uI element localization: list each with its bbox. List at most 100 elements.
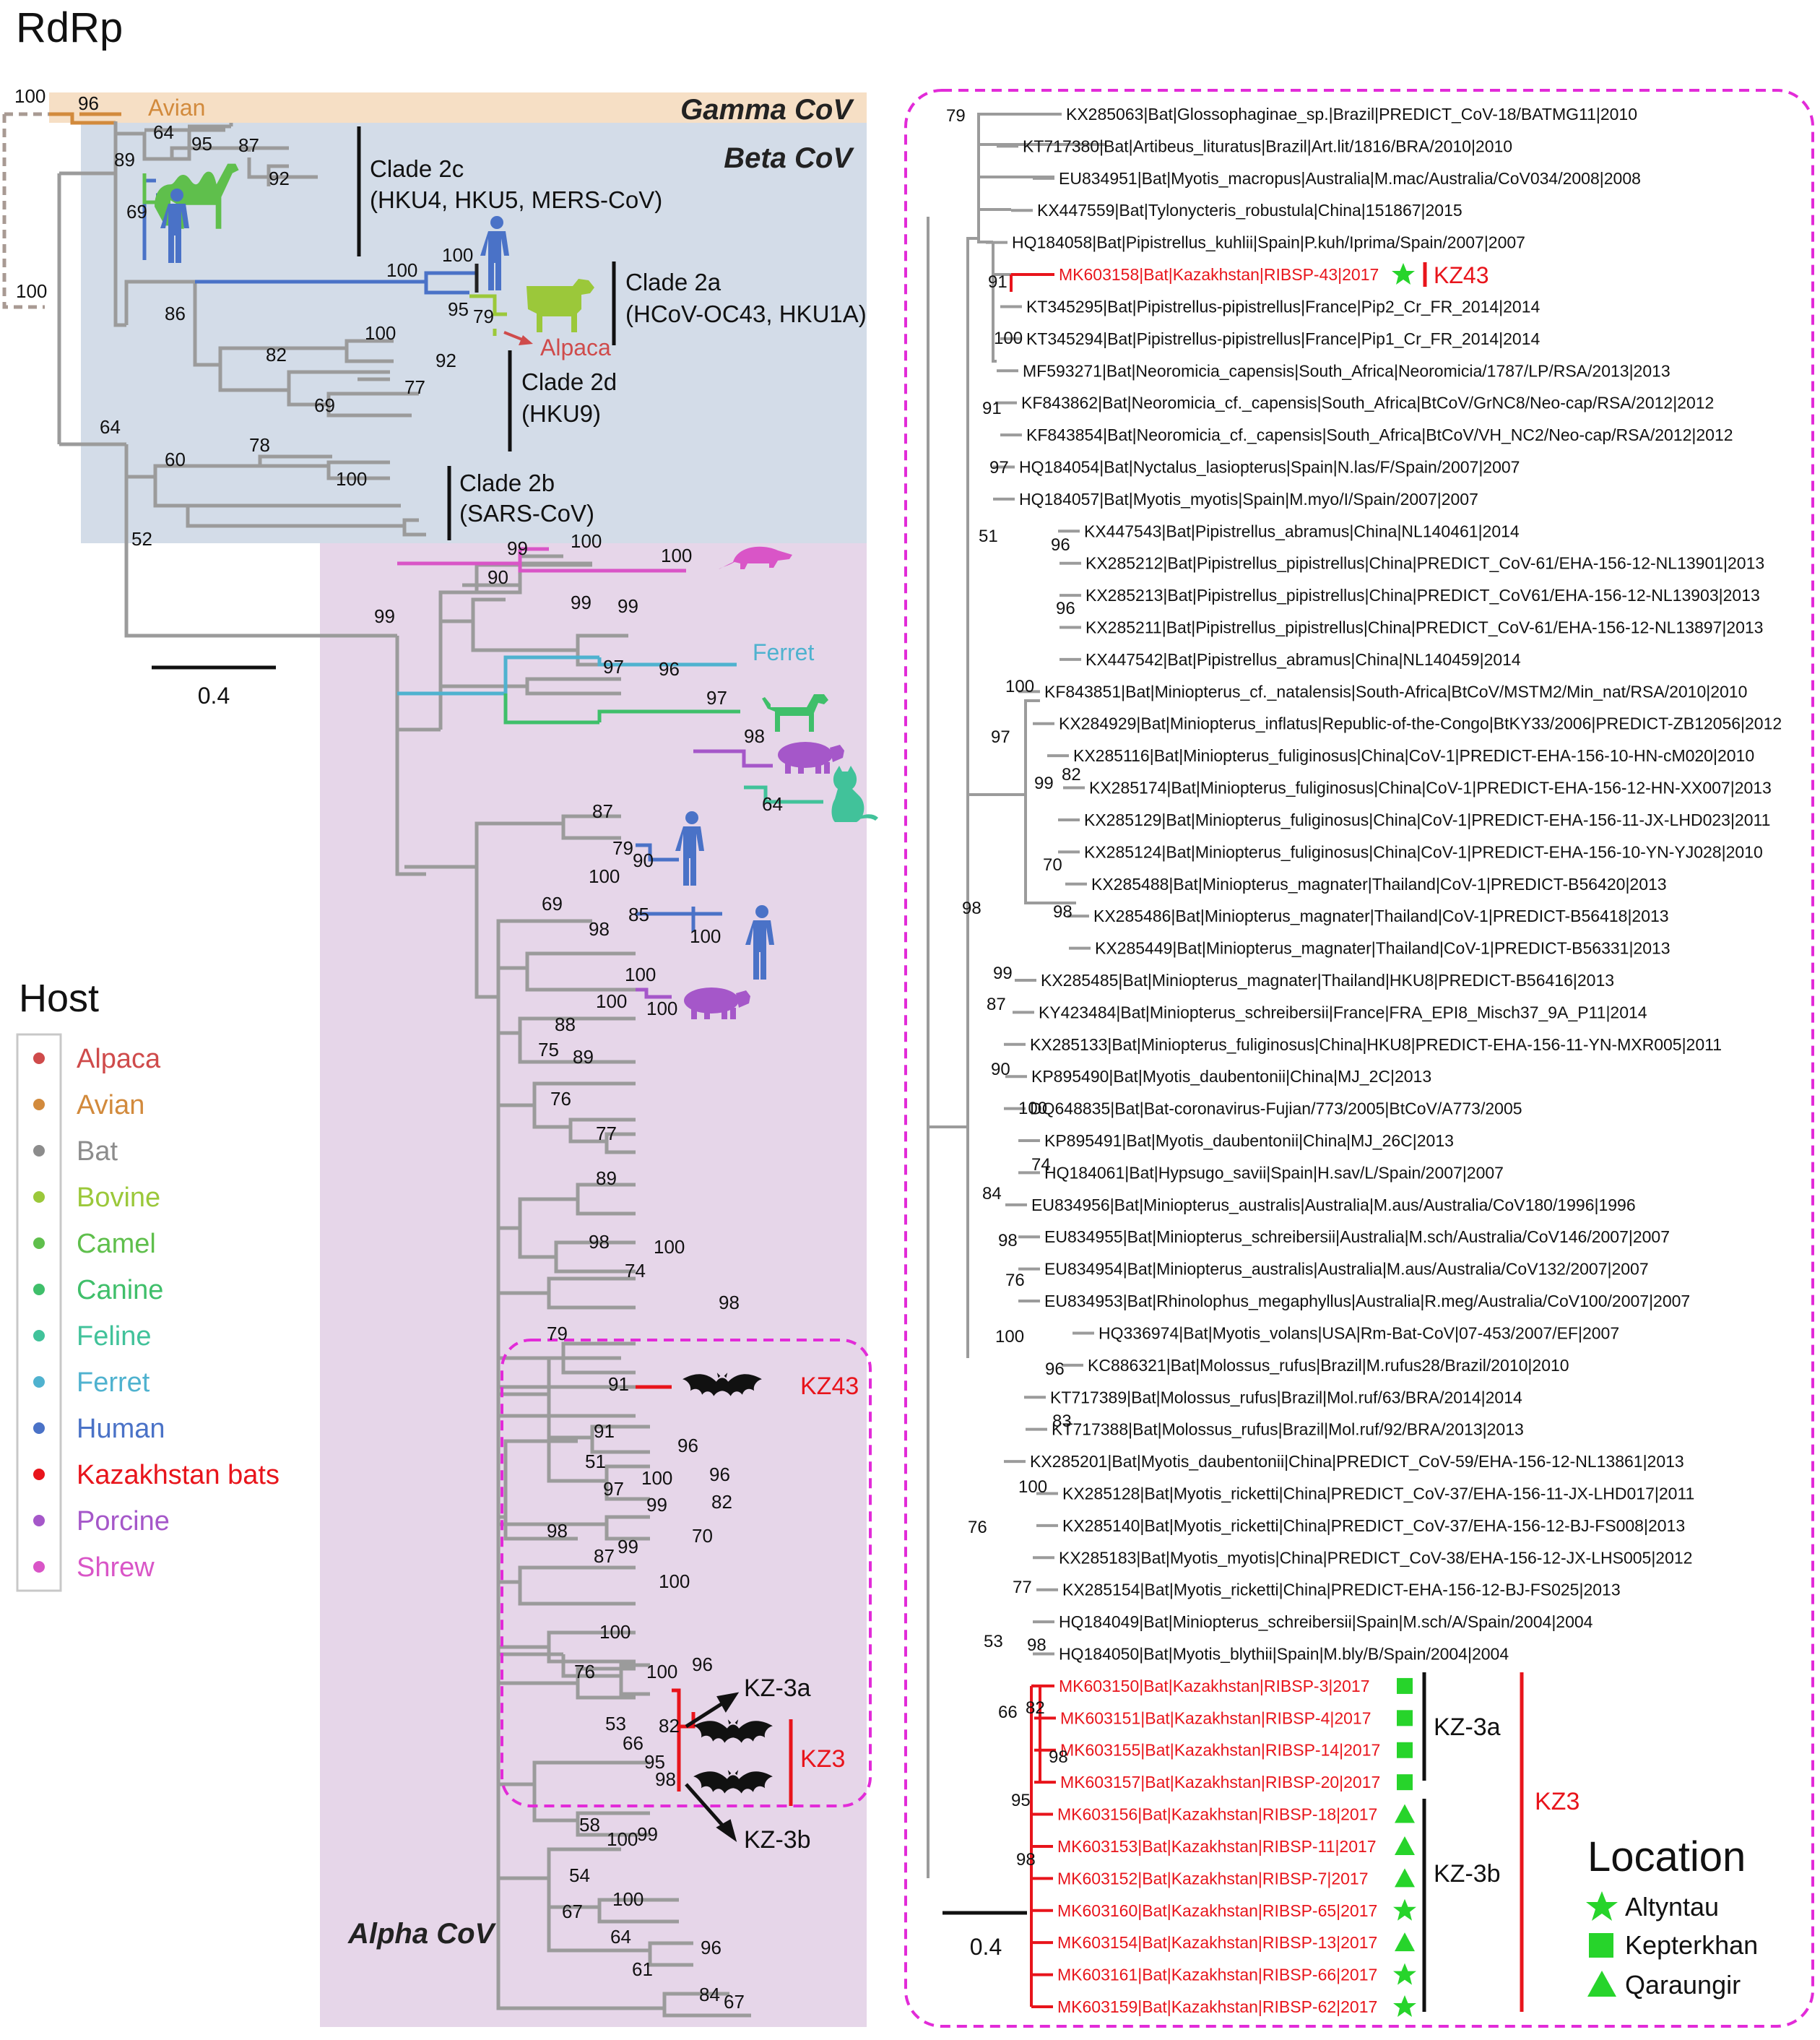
right-tree-bootstrap-values: 79 91 100 91 97 51 96 96 100 97 99 82 70… — [946, 106, 1081, 1870]
left-tree-bootstrap-values: 100 96 100 64 95 87 92 89 69 100 100 95 … — [14, 85, 783, 2013]
bootstrap-value: 69 — [126, 201, 147, 222]
kz3b-label: KZ-3b — [744, 1826, 811, 1854]
clade-2a-title: Clade 2a — [625, 269, 722, 295]
bootstrap-value: 90 — [991, 1060, 1010, 1079]
bootstrap-value: 98 — [962, 899, 982, 918]
host-legend-swatch — [33, 1376, 45, 1388]
ferret-label: Ferret — [753, 639, 814, 665]
kz3-label: KZ3 — [800, 1745, 845, 1773]
bootstrap-value: 97 — [989, 458, 1009, 477]
bootstrap-value: 100 — [690, 925, 721, 947]
bootstrap-value: 64 — [153, 121, 174, 143]
bootstrap-value: 95 — [448, 298, 469, 320]
bootstrap-value: 98 — [1049, 1747, 1068, 1767]
bootstrap-value: 79 — [612, 837, 633, 859]
bootstrap-value: 82 — [266, 344, 287, 366]
right-scale-value: 0.4 — [970, 1934, 1002, 1960]
bootstrap-value: 97 — [706, 687, 727, 709]
leaf-label: KX447543|Bat|Pipistrellus_abramus|China|… — [1084, 522, 1520, 540]
bootstrap-value: 64 — [100, 416, 121, 438]
bootstrap-value: 100 — [336, 468, 367, 490]
clade-2b-title: Clade 2b — [459, 470, 555, 496]
bootstrap-value: 84 — [982, 1184, 1002, 1203]
leaf-label: KX285133|Bat|Miniopterus_fuliginosus|Chi… — [1030, 1035, 1722, 1054]
leaf-label: KT717388|Bat|Molossus_rufus|Brazil|Mol.r… — [1052, 1420, 1524, 1439]
clade-2c-members: (HKU4, HKU5, MERS-CoV) — [370, 186, 662, 213]
leaf-label: KX285211|Bat|Pipistrellus_pipistrellus|C… — [1086, 618, 1763, 637]
leaf-label: KX285212|Bat|Pipistrellus_pipistrellus|C… — [1086, 554, 1764, 573]
bootstrap-value: 92 — [269, 168, 290, 189]
bootstrap-value: 100 — [1005, 677, 1034, 696]
kazakhstan-leaf-label: MK603155|Bat|Kazakhstan|RIBSP-14|2017 — [1060, 1741, 1380, 1760]
bootstrap-value: 100 — [625, 964, 656, 985]
leaf-label: KX447542|Bat|Pipistrellus_abramus|China|… — [1086, 650, 1521, 669]
bootstrap-value: 92 — [436, 350, 456, 371]
alpha-cov-label: Alpha CoV — [347, 1918, 497, 1950]
host-legend-label: Camel — [77, 1229, 156, 1259]
bootstrap-value: 91 — [988, 272, 1008, 292]
bootstrap-value: 99 — [646, 1494, 667, 1516]
bootstrap-value: 53 — [984, 1632, 1003, 1651]
bootstrap-value: 95 — [1011, 1791, 1031, 1810]
bootstrap-value: 89 — [114, 149, 135, 170]
host-legend-swatch — [33, 1237, 45, 1249]
bootstrap-value: 100 — [596, 990, 627, 1012]
kazakhstan-leaf-label: MK603151|Bat|Kazakhstan|RIBSP-4|2017 — [1060, 1708, 1372, 1727]
alpaca-label: Alpaca — [540, 334, 611, 360]
star-icon — [1392, 263, 1415, 285]
bootstrap-value: 98 — [589, 918, 610, 940]
bootstrap-value: 100 — [442, 244, 473, 266]
kazakhstan-leaf-label: MK603157|Bat|Kazakhstan|RIBSP-20|2017 — [1060, 1773, 1380, 1792]
leaf-label: KX447559|Bat|Tylonycteris_robustula|Chin… — [1037, 201, 1462, 220]
leaf-label: KX285140|Bat|Myotis_ricketti|China|PREDI… — [1062, 1516, 1685, 1535]
bootstrap-value: 82 — [1062, 765, 1081, 785]
host-legend-swatch — [33, 1284, 45, 1295]
bootstrap-value: 67 — [562, 1901, 583, 1922]
gamma-cov-band — [49, 92, 867, 123]
bootstrap-value: 98 — [1016, 1850, 1036, 1870]
alpha-cov-band — [320, 543, 867, 2027]
bootstrap-value: 96 — [677, 1435, 698, 1456]
bootstrap-value: 97 — [991, 727, 1010, 747]
bootstrap-value: 96 — [659, 658, 680, 680]
bootstrap-value: 77 — [596, 1123, 617, 1144]
bootstrap-value: 61 — [632, 1958, 653, 1980]
bootstrap-value: 96 — [1045, 1360, 1065, 1379]
bootstrap-value: 66 — [623, 1732, 644, 1754]
right-tree-branches — [927, 113, 1105, 2008]
bootstrap-value: 98 — [744, 725, 765, 747]
bootstrap-value: 98 — [547, 1520, 568, 1542]
bootstrap-value: 76 — [1005, 1271, 1025, 1290]
clade-2d-title: Clade 2d — [521, 368, 617, 395]
triangle-icon — [1395, 1804, 1415, 1823]
bootstrap-value: 76 — [574, 1661, 595, 1682]
bootstrap-value: 82 — [659, 1715, 680, 1737]
host-legend-label: Canine — [77, 1275, 163, 1305]
leaf-label: EU834951|Bat|Myotis_macropus|Australia|M… — [1059, 169, 1641, 188]
leaf-label: KX285488|Bat|Miniopterus_magnater|Thaila… — [1091, 875, 1667, 894]
bootstrap-value: 99 — [618, 595, 638, 617]
left-scale-value: 0.4 — [198, 683, 230, 709]
leaf-label: KX285154|Bat|Myotis_ricketti|China|PREDI… — [1062, 1581, 1621, 1599]
bootstrap-value: 99 — [1034, 774, 1054, 793]
leaf-label: HQ184057|Bat|Myotis_myotis|Spain|M.myo/I… — [1019, 490, 1478, 509]
kazakhstan-leaf-label: MK603161|Bat|Kazakhstan|RIBSP-66|2017 — [1057, 1966, 1377, 1984]
bootstrap-value: 91 — [982, 399, 1002, 418]
leaf-label: EU834956|Bat|Miniopterus_australis|Austr… — [1031, 1196, 1636, 1214]
bootstrap-value: 66 — [998, 1703, 1018, 1722]
leaf-label: KX285486|Bat|Miniopterus_magnater|Thaila… — [1093, 907, 1669, 925]
kazakhstan-leaf-label: MK603153|Bat|Kazakhstan|RIBSP-11|2017 — [1057, 1837, 1377, 1856]
bootstrap-value: 51 — [979, 527, 998, 546]
right-tree-leaves: KX285063|Bat|Glossophaginae_sp.|Brazil|P… — [1012, 105, 1782, 2017]
avian-label: Avian — [148, 95, 205, 121]
bootstrap-value: 75 — [538, 1039, 559, 1060]
leaf-label: KP895491|Bat|Myotis_daubentonii|China|MJ… — [1044, 1131, 1454, 1150]
leaf-label: HQ184058|Bat|Pipistrellus_kuhlii|Spain|P… — [1012, 233, 1525, 252]
bootstrap-value: 96 — [78, 92, 99, 114]
bootstrap-value: 82 — [1026, 1698, 1045, 1718]
host-legend-label: Avian — [77, 1090, 144, 1120]
square-icon — [1397, 1774, 1413, 1791]
clade-bars — [357, 126, 616, 540]
bootstrap-value: 95 — [191, 133, 212, 155]
kz3b-label-right: KZ-3b — [1434, 1860, 1501, 1888]
